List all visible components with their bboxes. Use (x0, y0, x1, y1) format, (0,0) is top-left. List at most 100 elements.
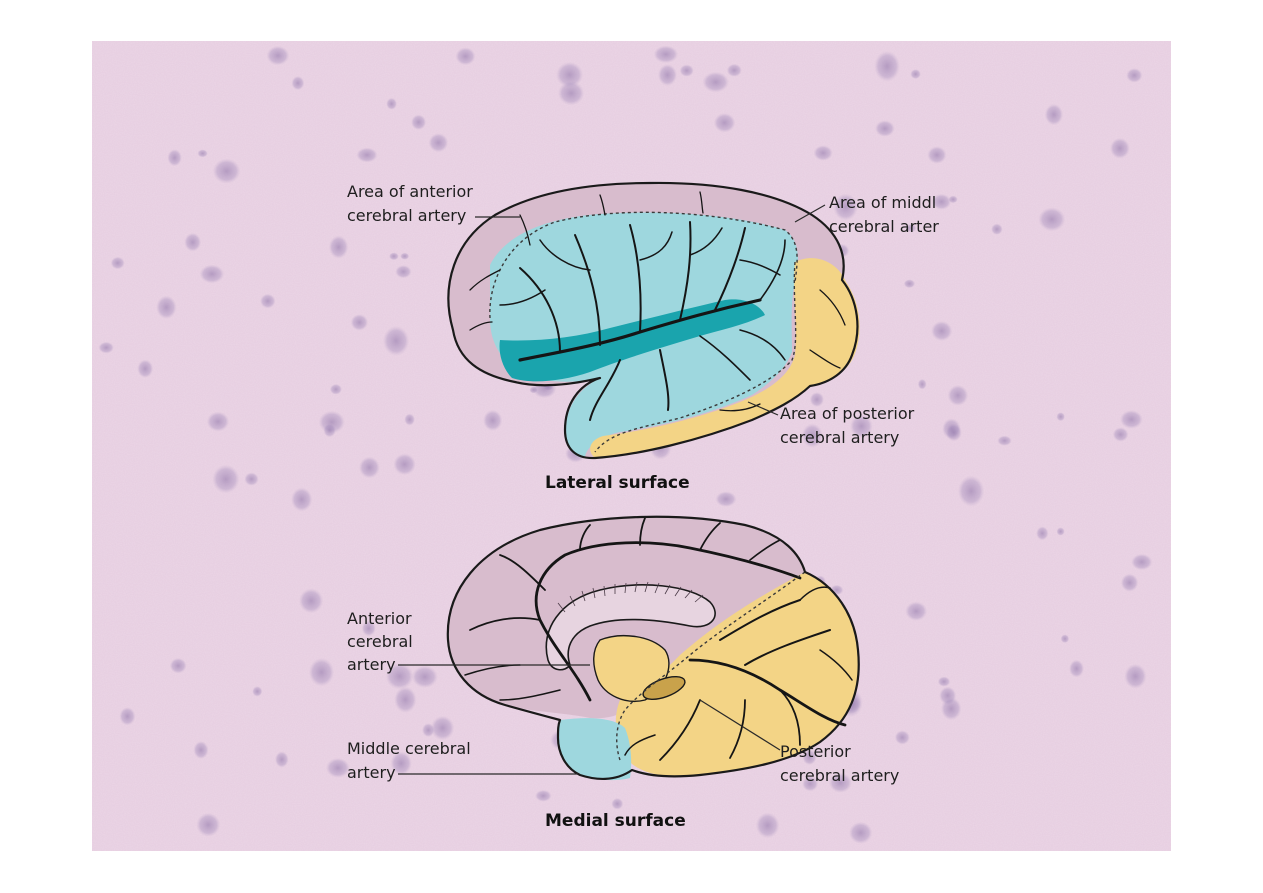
tissue-cell (931, 193, 952, 210)
tissue-cell (308, 657, 335, 687)
tissue-cell (679, 64, 694, 77)
tissue-cell (404, 413, 415, 426)
tissue-cell (802, 749, 817, 765)
tissue-cell (726, 63, 742, 77)
tissue-cell (1044, 103, 1064, 126)
tissue-cell (1131, 553, 1153, 571)
tissue-cell (1038, 207, 1066, 232)
tissue-cell (801, 423, 823, 448)
lateral-outline (447, 181, 859, 460)
caption-medial: Medial surface (545, 811, 686, 831)
tissue-cell (411, 665, 438, 688)
tissue-cell (382, 325, 410, 356)
tissue-cell (833, 193, 858, 221)
tissue-cell (385, 663, 414, 690)
tissue-cell (905, 224, 917, 233)
tissue-cell (291, 487, 313, 512)
tissue-cell (212, 158, 241, 184)
tissue-cell (657, 64, 678, 86)
lateral-vessels (469, 191, 846, 421)
caption-lateral: Lateral surface (545, 473, 690, 493)
tissue-cell (244, 472, 259, 486)
tissue-cell (917, 378, 927, 390)
tissue-cell (947, 384, 969, 406)
cerebellum-hatch (642, 675, 686, 701)
tissue-cell (1036, 526, 1049, 541)
lateral-posterior-territory (590, 258, 860, 458)
label-med-anterior-2: cerebral (347, 632, 413, 651)
tissue-cell (119, 707, 136, 726)
tissue-cell (389, 252, 399, 261)
label-lat-posterior-2: cerebral artery (780, 428, 899, 447)
tissue-cell (809, 392, 825, 407)
medial-outline (446, 515, 860, 780)
tissue-cell (455, 47, 476, 66)
tissue-cell (266, 45, 290, 66)
tissue-cell (323, 423, 336, 438)
tissue-cell (260, 293, 276, 309)
tissue-cell (169, 657, 187, 674)
lateral-brain (447, 181, 860, 460)
tissue-cell (428, 133, 449, 153)
tissue-cell (755, 812, 780, 839)
tissue-cell (927, 146, 947, 164)
tissue-cell (957, 475, 985, 507)
tissue-cell (848, 821, 873, 844)
tissue-cell (894, 730, 910, 745)
label-med-middle-1: Middle cerebral (347, 739, 471, 758)
tissue-cell (1060, 634, 1070, 644)
tissue-cell (903, 279, 916, 289)
lateral-pcA-boundary (594, 261, 797, 453)
tissue-cell (874, 120, 895, 137)
tissue-cell (850, 414, 873, 439)
tissue-cell (98, 341, 114, 354)
tissue-cell (196, 812, 221, 837)
tissue-cell (905, 601, 928, 621)
tissue-cell (1056, 527, 1065, 536)
tissue-cell (197, 149, 208, 158)
tissue-cell (110, 256, 125, 270)
tissue-cell (948, 195, 958, 204)
medial-boundary (616, 571, 806, 761)
tissue-cell (702, 71, 730, 93)
tissue-cell (386, 97, 397, 110)
tissue-cell (430, 715, 455, 741)
medial-vessels (464, 517, 853, 761)
tissue-cell (325, 757, 350, 778)
tissue-cell (557, 81, 585, 106)
tissue-cell (931, 320, 953, 342)
tissue-cell (252, 686, 263, 697)
label-lat-anterior-2: cerebral artery (347, 206, 466, 225)
tissue-cell (184, 232, 202, 252)
tissue-cell (1109, 137, 1130, 159)
lateral-sylvian-deep (499, 299, 765, 382)
tissue-cell (535, 789, 552, 802)
tissue-cell (167, 149, 182, 167)
label-med-posterior-2: cerebral artery (780, 766, 899, 785)
tissue-cell (483, 409, 503, 431)
tissue-cell (137, 359, 154, 379)
tissue-cell (1126, 68, 1143, 83)
callosum-striations (557, 581, 704, 613)
tissue-cell (991, 223, 1003, 235)
label-lat-middle-1: Area of middl (829, 193, 936, 212)
tissue-cell (940, 697, 962, 721)
label-med-anterior-3: artery (347, 655, 396, 674)
tissue-cell (713, 113, 736, 133)
tissue-cell (1069, 659, 1084, 678)
tissue-cell (910, 69, 921, 80)
lateral-acA-boundary (489, 211, 798, 319)
tissue-cell (1120, 573, 1139, 592)
label-med-middle-2: artery (347, 763, 396, 782)
tissue-cell (329, 383, 342, 395)
tissue-cell (1112, 427, 1129, 442)
tissue-cell (212, 464, 240, 494)
medial-brain (398, 515, 860, 781)
tissue-cell (358, 456, 380, 479)
tissue-cell (393, 453, 416, 476)
tissue-cell (802, 776, 819, 792)
label-lat-middle-2: cerebral arter (829, 217, 939, 236)
tissue-cell (1119, 410, 1143, 429)
tissue-cell (411, 114, 427, 130)
